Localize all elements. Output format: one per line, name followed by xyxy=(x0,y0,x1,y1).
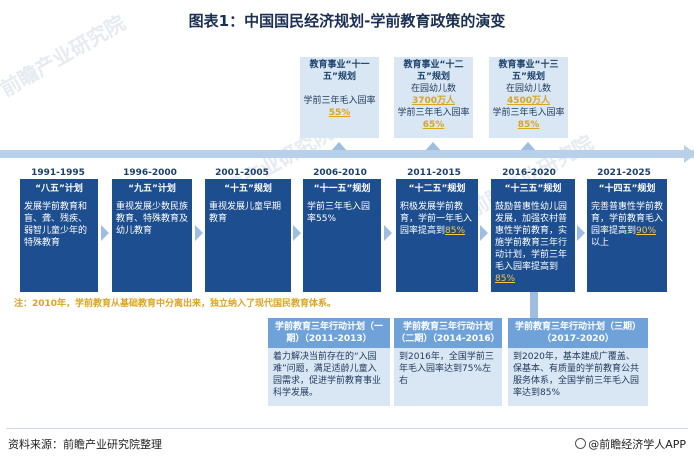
stage-title: “九五”计划 xyxy=(128,184,176,194)
action-plan-text: 着力解决当前存在的“入园难”问题，满足适龄儿童入园需求，促进学前教育事业科学发展… xyxy=(268,348,390,406)
year-label: 2006-2010 xyxy=(313,168,367,178)
up-arrow-icon xyxy=(424,142,442,152)
up-arrow-icon xyxy=(519,142,537,152)
plan-box-13th: 教育事业“十三 五”规划 在园幼儿数 4500万人 学前三年毛入园率 85% xyxy=(489,57,568,138)
footer-divider xyxy=(6,428,688,429)
stage-title: “八五”计划 xyxy=(35,184,83,194)
stage-text: 学前三年毛入园率55% xyxy=(307,202,371,224)
stage-title: “十四五”规划 xyxy=(598,184,656,194)
stage-12th: “十二五”规划 积极发展学前教育，学前一年毛入园率提高到85% xyxy=(396,179,478,292)
stage-highlight: 85% xyxy=(445,226,466,236)
plan-text: 学前三年毛入园率 xyxy=(303,96,376,106)
plan-title: 教育事业“十一 xyxy=(309,60,370,70)
year-label: 2016-2020 xyxy=(502,168,556,178)
plan-value: 85% xyxy=(517,120,540,130)
year-label: 2001-2005 xyxy=(215,168,269,178)
stage-11th: “十一五”规划 学前三年毛入园率55% xyxy=(303,179,381,292)
action-plan-title: 学前教育三年行动计划（一期）（2011-2013） xyxy=(268,318,390,348)
plan-title: 五”规划 xyxy=(417,72,450,82)
brand-label: @前瞻经济学人APP xyxy=(575,436,686,452)
stage-text: 完善普惠性学前教育，学前教育毛入园率提高到 xyxy=(591,202,664,236)
connector xyxy=(530,292,538,318)
stage-14th: “十四五”规划 完善普惠性学前教育，学前教育毛入园率提高到90% 以上 xyxy=(587,179,667,292)
action-plan-1: 学前教育三年行动计划（一期）（2011-2013） 着力解决当前存在的“入园难”… xyxy=(268,318,390,410)
chevron-right-icon xyxy=(384,225,392,241)
timeline-bar xyxy=(0,150,694,158)
stage-title: “十三五”规划 xyxy=(504,184,562,194)
chevron-right-icon xyxy=(195,225,203,241)
stage-title: “十二五”规划 xyxy=(408,184,466,194)
chevron-right-icon xyxy=(480,225,488,241)
stage-8th: “八五”计划 发展学前教育和盲、聋、残疾、弱智儿童少年的特殊教育 xyxy=(20,179,98,292)
source-label: 资料来源：前瞻产业研究院整理 xyxy=(8,438,162,451)
action-plan-3: 学前教育三年行动计划（三期）（2017-2020） 到2020年，基本建成广覆盖… xyxy=(508,318,648,410)
plan-text: 学前三年毛入园率 xyxy=(492,108,565,118)
action-plan-title: 学前教育三年行动计划（三期）（2017-2020） xyxy=(508,318,648,348)
chevron-right-icon xyxy=(577,225,585,241)
year-label: 2021-2025 xyxy=(597,168,651,178)
plan-value: 3700万人 xyxy=(411,96,456,106)
stage-title: “十五”规划 xyxy=(224,184,272,194)
chevron-right-icon xyxy=(293,225,301,241)
stage-text: 积极发展学前教育，学前一年毛入园率提高到 xyxy=(400,202,473,236)
plan-value: 55% xyxy=(328,108,351,118)
plan-box-12th: 教育事业“十二 五”规划 在园幼儿数 3700万人 学前三年毛入园率 65% xyxy=(394,57,473,138)
footnote: 注：2010年，学前教育从基础教育中分离出来，独立纳入了现代国民教育体系。 xyxy=(14,299,337,309)
plan-text: 学前三年毛入园率 xyxy=(397,108,470,118)
chart-title: 图表1：中国国民经济规划-学前教育政策的演变 xyxy=(188,12,506,30)
timeline-arrow-icon xyxy=(684,145,694,163)
action-plan-2: 学前教育三年行动计划（二期）（2014-2016） 到2016年，全国学前三年毛… xyxy=(394,318,502,410)
action-plan-text: 到2016年，全国学前三年毛入园率达到75%左右 xyxy=(394,348,502,406)
stage-text-tail: 以上 xyxy=(591,238,610,248)
brand-text: @前瞻经济学人APP xyxy=(588,438,686,451)
stage-highlight: 90% xyxy=(636,226,657,236)
plan-box-11th: 教育事业“十一 五”规划 学前三年毛入园率 55% xyxy=(300,57,379,138)
stage-text: 重视发展少数民族教育、特殊教育及幼儿教育 xyxy=(116,202,189,236)
plan-title: 五”规划 xyxy=(323,72,356,82)
year-label: 1996-2000 xyxy=(123,168,177,178)
plan-value: 4500万人 xyxy=(506,96,551,106)
stage-text: 鼓励普惠性幼儿园发展，加强农村普惠性学前教育，实施学前教育三年行动计划，学前三年… xyxy=(495,202,568,272)
action-plan-text: 到2020年，基本建成广覆盖、保基本、有质量的学前教育公共服务体系，全国学前三年… xyxy=(508,348,648,406)
chevron-right-icon xyxy=(101,225,109,241)
stage-title: “十一五”规划 xyxy=(313,184,371,194)
year-label: 1991-1995 xyxy=(31,168,85,178)
stage-text: 发展学前教育和盲、聋、残疾、弱智儿童少年的特殊教育 xyxy=(24,202,88,248)
plan-title: 教育事业“十三 xyxy=(498,60,559,70)
stage-text: 重视发展儿童早期教育 xyxy=(209,202,282,224)
stage-9th: “九五”计划 重视发展少数民族教育、特殊教育及幼儿教育 xyxy=(112,179,192,292)
plan-value: 65% xyxy=(422,120,445,130)
up-arrow-icon xyxy=(330,142,348,152)
plan-title: 教育事业“十二 xyxy=(403,60,464,70)
stage-10th: “十五”规划 重视发展儿童早期教育 xyxy=(205,179,291,292)
brand-logo-icon xyxy=(575,438,587,449)
year-label: 2011-2015 xyxy=(407,168,461,178)
stage-highlight: 85% xyxy=(495,274,516,284)
action-plan-title: 学前教育三年行动计划（二期）（2014-2016） xyxy=(394,318,502,348)
stage-13th: “十三五”规划 鼓励普惠性幼儿园发展，加强农村普惠性学前教育，实施学前教育三年行… xyxy=(491,179,575,292)
plan-text: 在园幼儿数 xyxy=(410,84,456,94)
plan-title: 五”规划 xyxy=(512,72,545,82)
plan-text: 在园幼儿数 xyxy=(505,84,551,94)
